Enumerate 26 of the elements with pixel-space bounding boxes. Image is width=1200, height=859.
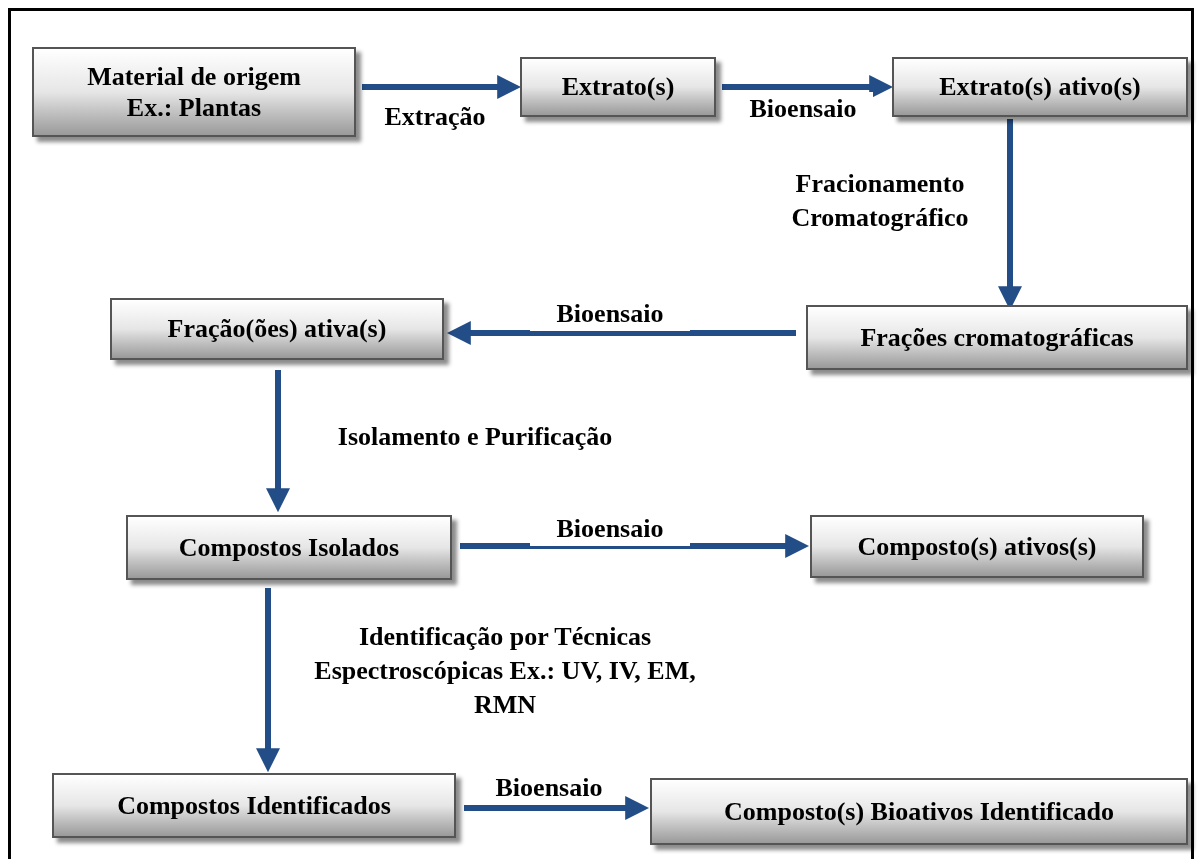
process-box [52,773,456,838]
process-box [650,778,1188,845]
process-box [110,298,444,360]
arrow [464,796,650,820]
arrow [362,75,522,99]
process-box [806,305,1188,370]
arrow [256,588,280,773]
arrow [460,534,810,558]
box-text: Ex.: Plantas [126,92,262,124]
box-text: Compostos Isolados [178,531,400,564]
process-box [126,515,452,580]
process-box [520,57,716,117]
box-text: Compostos Identificados [117,789,391,822]
process-box [892,57,1188,117]
box-text: Frações cromatográficas [860,321,1134,354]
box-text: Extrato(s) [561,71,675,103]
arrow [722,75,894,99]
arrow [446,321,796,345]
process-box [810,515,1144,578]
box-text: Composto(s) ativos(s) [857,530,1097,563]
box-text: Extrato(s) ativo(s) [939,71,1141,103]
process-box [32,47,356,137]
box-text: Composto(s) Bioativos Identificado [724,795,1114,828]
box-text: Material de origem [87,60,301,92]
box-text: Fração(ões) ativa(s) [167,313,387,345]
arrow [266,370,290,513]
